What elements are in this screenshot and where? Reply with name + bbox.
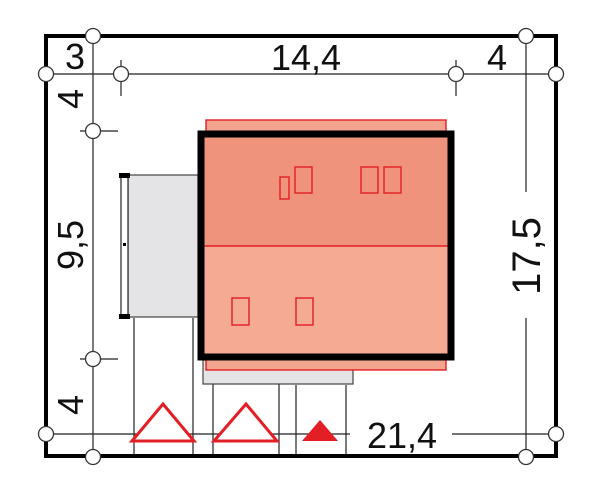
dim-top-right: 4 [487,37,507,78]
circle-node-icon [84,448,102,466]
circle-node-icon [547,425,565,443]
dim-bottom-total: 21,4 [367,415,437,456]
roof-windows [231,166,402,326]
dimension-nodes [37,27,565,466]
circle-node-icon [547,65,565,83]
garage-gate-cap-bottom [119,314,130,319]
roof-slope-lower [203,246,450,356]
dim-right-total: 17,5 [505,217,549,295]
triangle-filled-icon [302,420,338,441]
triangle-outline-icon [128,401,198,443]
roof-window-upper-2 [360,166,379,194]
roof-slope-upper [203,136,450,246]
dim-top-middle: 14,4 [271,37,341,78]
circle-node-icon [84,27,102,45]
circle-node-icon [112,65,130,83]
garage-body [127,174,199,318]
dim-left-bottom: 4 [50,395,91,415]
garage-gate-handle [123,243,126,246]
plot-boundary [44,34,558,458]
garage-annex [119,173,199,319]
roof-window-upper-3 [383,166,402,194]
entrance-markers [128,401,338,443]
dimension-labels: 3 14,4 4 4 9,5 4 17,5 21,4 [50,36,549,456]
roof-window-lower-2 [295,297,314,326]
circle-node-icon [517,448,535,466]
roof-window-upper-1 [294,166,313,194]
garage-gate-cap-top [119,173,130,178]
circle-node-icon [84,122,102,140]
dim-top-left: 3 [65,36,85,77]
circle-node-icon [37,425,55,443]
circle-node-icon [37,65,55,83]
dim-left-top: 4 [50,89,91,109]
circle-node-icon [517,27,535,45]
triangle-outline-icon [210,401,281,443]
circle-node-icon [84,350,102,368]
chimney [279,176,290,200]
house-roof [197,119,455,371]
dim-left-middle: 9,5 [50,220,91,270]
circle-node-icon [447,65,465,83]
house-outline [197,130,455,361]
roof-window-lower-1 [231,297,250,326]
